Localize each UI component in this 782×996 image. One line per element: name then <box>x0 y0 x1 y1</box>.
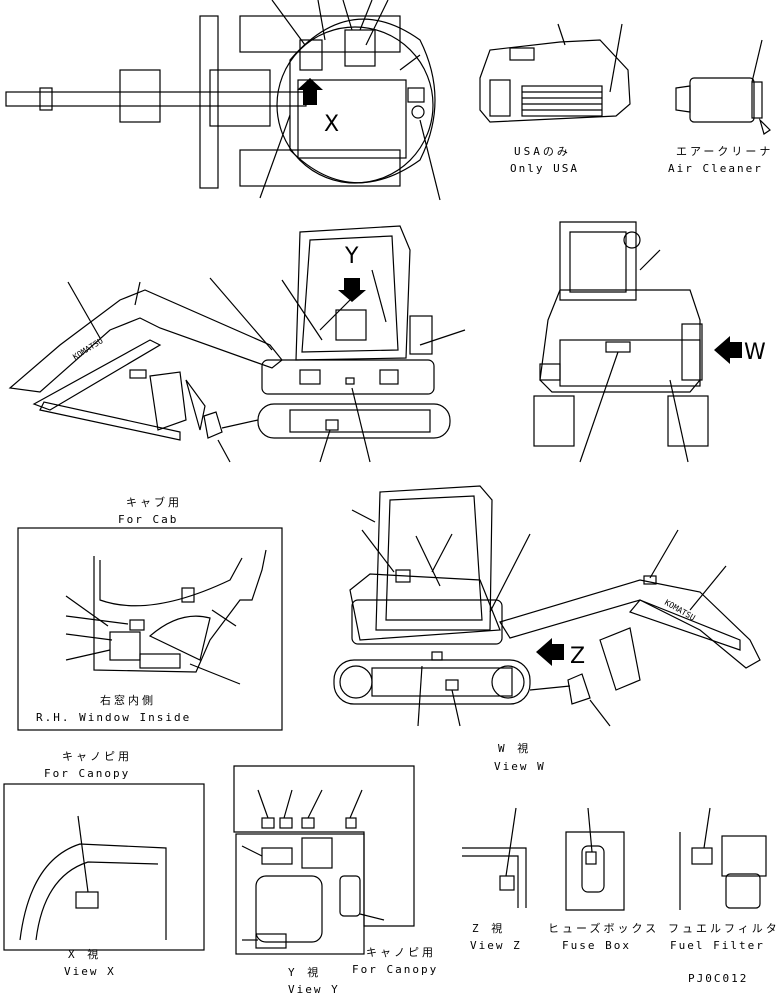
fuse-caption-ja: ヒューズボックス <box>548 922 660 935</box>
marker-w: W <box>744 340 766 365</box>
viewz-caption-ja: Z 視 <box>472 922 506 935</box>
canopy-x-drawing <box>19 815 167 941</box>
side-view-excavator: KOMATSU <box>8 225 466 463</box>
vieww-caption-ja: W 視 <box>498 742 532 755</box>
window-caption-en: R.H. Window Inside <box>36 711 192 724</box>
rear-view-excavator <box>533 221 742 463</box>
right-boom-logo: KOMATSU <box>663 598 697 623</box>
fuse-caption-en: Fuse Box <box>562 939 631 952</box>
side-view-right-excavator: KOMATSU <box>333 485 761 727</box>
drawing-code: PJ0C012 <box>688 972 749 985</box>
canopy-inset-frame <box>3 783 205 951</box>
canopy2-caption-ja: キャノピ用 <box>366 946 436 959</box>
air-caption-en: Air Cleaner <box>668 162 763 175</box>
engine-usa-drawing <box>479 23 631 123</box>
cab-caption-ja: キャブ用 <box>126 496 182 509</box>
cab-caption-en: For Cab <box>118 513 179 526</box>
usa-caption-en: Only USA <box>510 162 579 175</box>
marker-y: Y <box>345 244 359 269</box>
viewy-caption-ja: Y 視 <box>288 966 322 979</box>
fuse-box-drawing <box>565 807 625 911</box>
viewz-caption-en: View Z <box>470 939 522 952</box>
viewx-caption-ja: X 視 <box>68 948 102 961</box>
marker-z: Z <box>570 644 586 669</box>
vieww-caption-en: View W <box>494 760 546 773</box>
viewx-caption-en: View X <box>64 965 116 978</box>
fuel-filter-drawing <box>679 807 767 910</box>
canopy-caption-en: For Canopy <box>44 767 131 780</box>
marker-x: X <box>324 112 340 137</box>
air-cleaner-drawing <box>675 39 771 135</box>
air-caption-ja: エアークリーナ <box>676 145 774 158</box>
cab-inset-frame <box>17 527 283 731</box>
top-view-excavator <box>5 0 441 201</box>
canopy2-caption-en: For Canopy <box>352 963 439 976</box>
window-caption-ja: 右窓内側 <box>100 694 156 707</box>
view-z-drawing <box>462 807 527 908</box>
filter-caption-en: Fuel Filter <box>670 939 765 952</box>
viewy-caption-en: View Y <box>288 983 340 996</box>
view-y-drawing <box>233 765 415 955</box>
usa-caption-ja: USAのみ <box>514 145 571 158</box>
canopy-caption-ja: キャノピ用 <box>62 750 132 763</box>
boom-logo: KOMATSU <box>71 336 105 362</box>
cab-window-drawing <box>65 549 267 685</box>
filter-caption-ja: フュエルフィルタ <box>668 922 780 935</box>
